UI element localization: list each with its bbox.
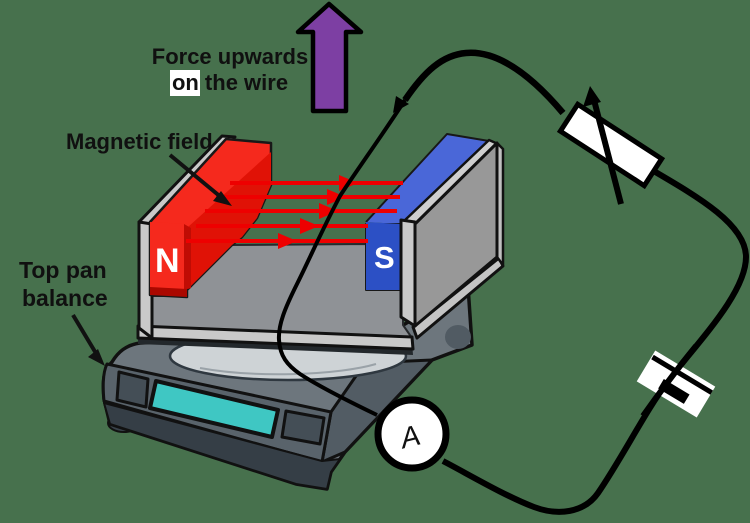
svg-text:balance: balance [22, 285, 108, 311]
svg-text:on the wire: on the wire [172, 70, 288, 95]
svg-text:S: S [374, 240, 395, 275]
svg-text:N: N [155, 242, 180, 280]
svg-text:Top pan: Top pan [19, 257, 107, 283]
svg-text:Force upwards: Force upwards [152, 44, 308, 69]
svg-text:Magnetic field: Magnetic field [66, 129, 213, 154]
